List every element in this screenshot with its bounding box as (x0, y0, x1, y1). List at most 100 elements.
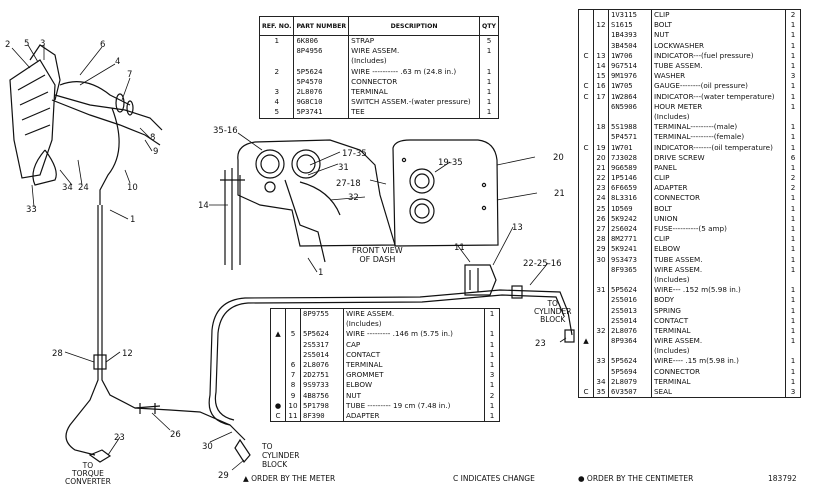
cell-c (270, 349, 286, 360)
cell-qty: 1 (785, 223, 801, 235)
cell-c (270, 390, 286, 401)
cell-ref: 20 (593, 152, 609, 163)
callout: 23 (114, 433, 125, 443)
cell-qty: 1 (785, 60, 801, 72)
cell-c (578, 285, 594, 296)
cell-qty: 1 (785, 244, 801, 255)
cell-pn: 1W2864 (608, 91, 652, 102)
callout: 10 (127, 183, 138, 193)
cell-pn: 1V3115 (608, 9, 652, 21)
cell-qty: 1 (785, 81, 801, 92)
cell-c (578, 101, 594, 112)
header-ref: REF. NO. (258, 16, 295, 36)
cell-ref (258, 56, 295, 67)
cell-c: ▲ (578, 336, 594, 347)
cell-ref: 33 (593, 356, 609, 367)
cell-c (578, 254, 594, 265)
cell-ref (593, 132, 609, 143)
cell-pn: 3B4504 (608, 40, 652, 51)
cell-qty (785, 346, 801, 357)
cell-ref: 18 (593, 122, 609, 133)
cell-desc: CONNECTOR (651, 366, 786, 377)
cell-qty: 2 (785, 173, 801, 184)
cell-c (578, 132, 594, 143)
cell-ref: 31 (593, 285, 609, 296)
cell-ref: 25 (593, 203, 609, 214)
callout: 17-35 (342, 149, 367, 159)
cell-desc: (Includes) (348, 56, 481, 67)
cell-pn (293, 56, 350, 67)
cell-pn: 5P5624 (608, 356, 652, 367)
cell-pn: 5P4571 (608, 132, 652, 143)
cell-c (578, 152, 594, 163)
cell-pn: 1W706 (608, 50, 652, 61)
cell-pn: 1B4393 (608, 30, 652, 41)
cell-ref: 21 (593, 162, 609, 173)
cell-desc: WIRE ASSEM. (348, 46, 481, 57)
callout: 24 (78, 183, 89, 193)
cell-ref: 30 (593, 254, 609, 265)
cell-ref: 26 (593, 213, 609, 224)
cell-qty: 5 (479, 35, 499, 47)
page-code: 183792 (768, 474, 797, 483)
cell-qty: 1 (785, 325, 801, 336)
cell-c (578, 203, 594, 214)
order-by-meter-note: ▲ ORDER BY THE METER (243, 474, 336, 483)
cell-pn: 6K806 (293, 35, 350, 47)
cell-qty: 1 (484, 349, 500, 360)
cell-desc: TERMINAL (651, 376, 786, 387)
cell-pn: 9S9733 (300, 380, 344, 391)
cell-qty: 1 (479, 66, 499, 77)
cell-desc: INDICATOR---(fuel pressure) (651, 50, 786, 61)
cell-c (578, 325, 594, 336)
cell-qty: 1 (479, 97, 499, 108)
cell-desc: CONTACT (651, 315, 786, 326)
table-row: (Includes) (578, 346, 801, 357)
cell-qty: 1 (484, 339, 500, 350)
to-cylinder-block-bottom-label: TO CYLINDER BLOCK (262, 442, 300, 469)
cell-desc: FUSE----------(5 amp) (651, 223, 786, 235)
cell-ref (593, 336, 609, 347)
cell-c (578, 295, 594, 306)
cell-ref: 5 (258, 107, 295, 118)
cell-desc: TERMINAL---------(female) (651, 132, 786, 143)
callout: 6 (100, 40, 105, 50)
cell-qty: 3 (785, 71, 801, 82)
cell-desc: CAP (343, 339, 485, 350)
cell-ref (593, 346, 609, 357)
cell-pn: 6N5906 (608, 101, 652, 112)
cell-ref (593, 9, 609, 21)
cell-c: ● (270, 400, 286, 411)
cell-qty: 1 (785, 101, 801, 112)
cell-pn (608, 346, 652, 357)
cell-desc: WIRE ASSEM. (651, 336, 786, 347)
cell-ref: 10 (285, 400, 301, 411)
cell-ref (593, 274, 609, 286)
cell-ref: 2 (258, 66, 295, 77)
cell-qty: 1 (484, 380, 500, 391)
table-header-row: REF. NO. PART NUMBER DESCRIPTION QTY (258, 16, 499, 36)
cell-qty: 1 (785, 356, 801, 367)
cell-desc: GROMMET (343, 370, 485, 381)
cell-qty: 1 (785, 366, 801, 377)
cell-pn: 8P9755 (300, 308, 344, 320)
cell-ref (593, 264, 609, 275)
cell-pn: 2S5317 (300, 339, 344, 350)
cell-ref (285, 308, 301, 320)
cell-pn: 8P4956 (293, 46, 350, 57)
cell-ref: 4 (258, 97, 295, 108)
